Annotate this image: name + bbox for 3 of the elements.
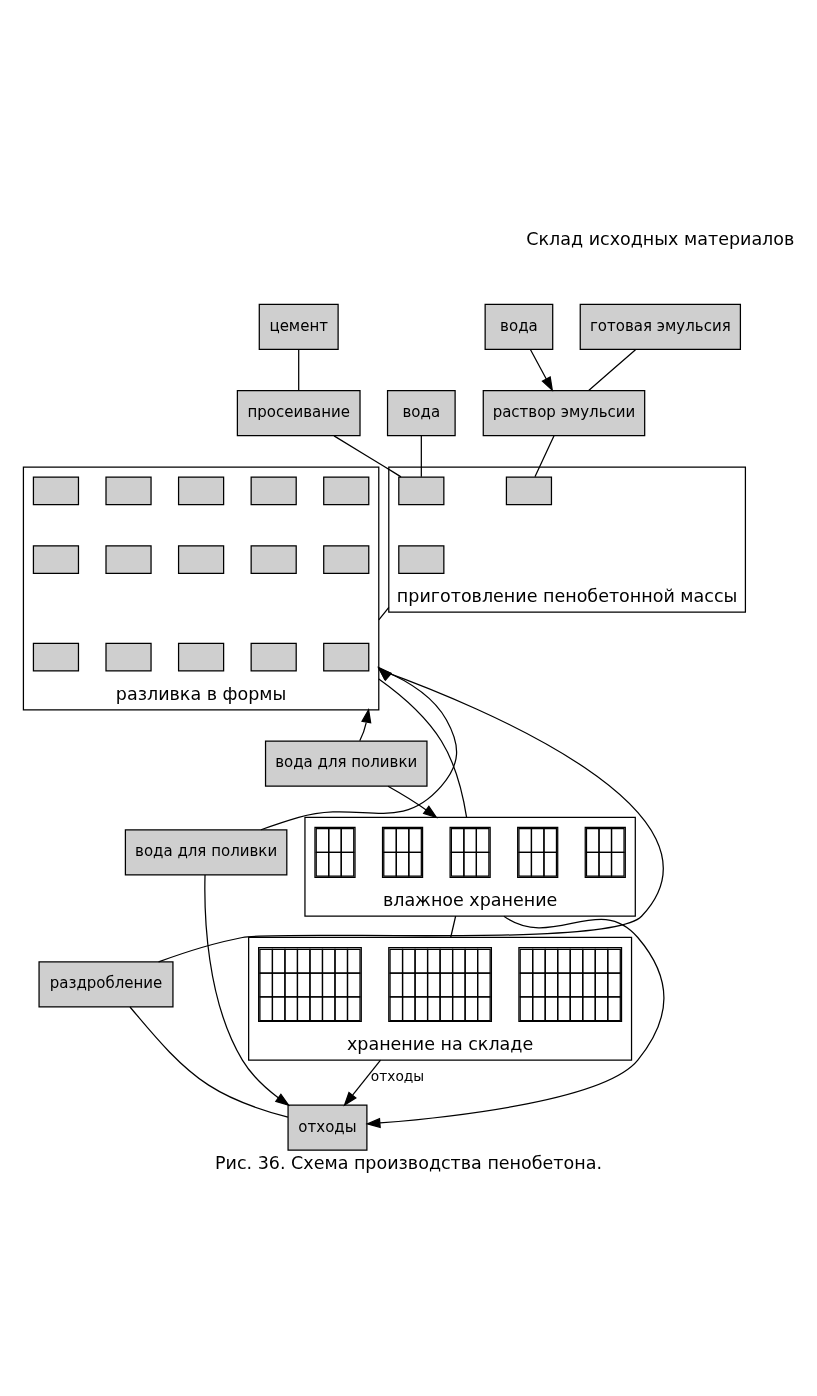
edge-label: отходы bbox=[370, 1067, 425, 1084]
label: Склад исходных материалов bbox=[526, 228, 795, 249]
caption: Рис. 36. Схема производства пенобетона. bbox=[215, 1152, 602, 1173]
